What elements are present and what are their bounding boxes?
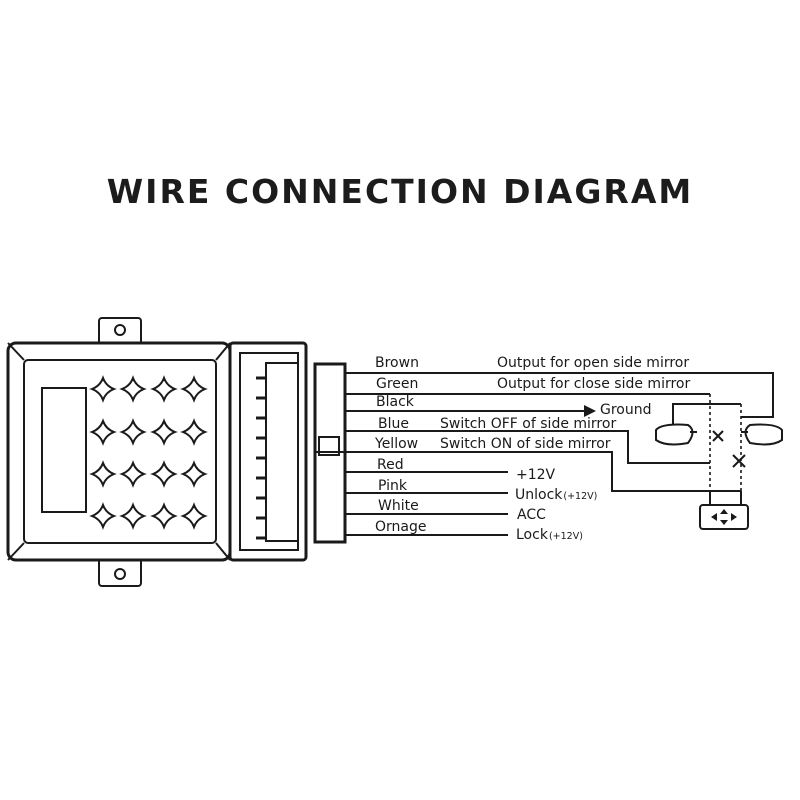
keypad-diamond [89,502,117,530]
keypad-diamond [89,460,117,488]
function-orange-suffix: (+12V) [549,531,583,542]
page-title: WIRE CONNECTION DIAGRAM [106,172,694,211]
keypad-diamond [119,375,147,403]
wire-lines [345,372,774,536]
keypad-diamond [180,502,208,530]
keypad-diamond [89,375,117,403]
harness-plug [313,362,347,544]
keypad-diamond [89,418,117,446]
function-orange: Lock(+12V) [516,527,583,543]
keypad-diamond [150,418,178,446]
keypad-diamond [150,460,178,488]
function-white: ACC [517,507,546,523]
keypad-diamond [150,375,178,403]
right-mirror-icon [741,423,783,446]
keypad-diamond [180,375,208,403]
keypad-diamond [119,502,147,530]
function-black: Ground [600,402,652,418]
wire-color-white: White [378,498,419,514]
function-red: +12V [516,467,556,483]
mirror-switch-network [672,394,746,505]
wire-color-pink: Pink [378,478,408,494]
wire-color-black: Black [376,394,415,410]
function-yellow: Switch ON of side mirror [440,436,611,452]
wire-color-orange: Ornage [375,519,426,535]
keypad-diamond [119,418,147,446]
wire-color-red: Red [377,457,404,473]
function-blue: Switch OFF of side mirror [440,416,616,432]
keypad-diamond [180,418,208,446]
control-module [6,317,308,587]
keypad-diamond [150,502,178,530]
function-green: Output for close side mirror [497,376,690,392]
wire-color-brown: Brown [375,355,419,371]
function-brown: Output for open side mirror [497,355,689,371]
mirror-switch-icon [699,504,749,530]
keypad-diamond [119,460,147,488]
left-mirror-icon [655,423,697,446]
keypad-grid [89,375,208,530]
wire-color-green: Green [376,376,418,392]
function-pink-text: Unlock [515,487,563,503]
function-orange-text: Lock [516,527,549,543]
function-pink: Unlock(+12V) [515,487,597,503]
wire-color-yellow: Yellow [374,436,418,452]
keypad-diamond [180,460,208,488]
wire-color-blue: Blue [378,416,409,432]
function-pink-suffix: (+12V) [563,491,597,502]
